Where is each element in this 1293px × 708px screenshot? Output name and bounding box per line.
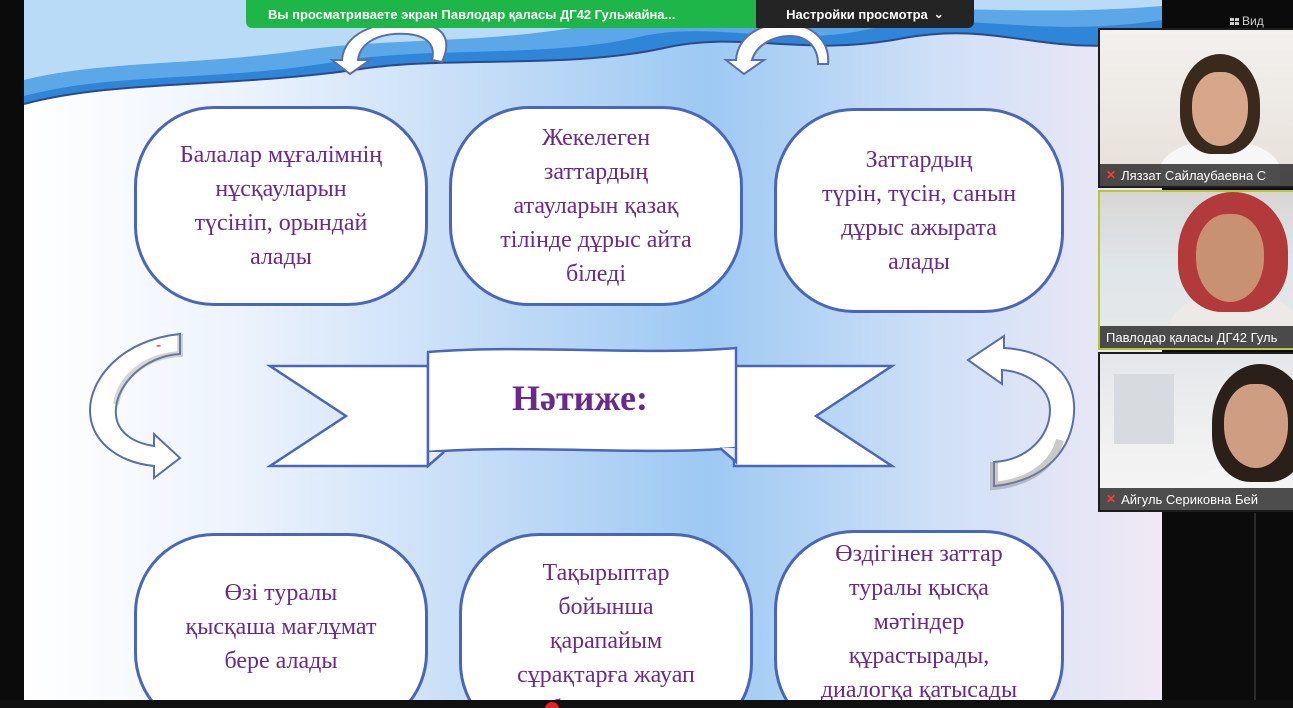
participant-name-bar-2: Павлодар қаласы ДГ42 Гуль xyxy=(1100,326,1293,348)
view-settings-button[interactable]: Настройки просмотра ⌄ xyxy=(756,0,974,28)
ribbon-left-tail xyxy=(265,364,430,468)
top-wave-edge xyxy=(24,32,1162,105)
chevron-down-icon: ⌄ xyxy=(933,7,944,21)
result-box-3: Өздігінен заттар туралы қысқа мәтіндер қ… xyxy=(774,530,1064,700)
goal-box-3: Заттардың түрін, түсін, санын дұрыс ажыр… xyxy=(774,108,1064,313)
goal-box-1: Балалар мұғалімнің нұсқауларын түсініп, … xyxy=(134,106,428,306)
screen-share-banner: Вы просматриваете экран Павлодар қаласы … xyxy=(246,0,756,28)
ribbon-banner xyxy=(265,346,897,469)
view-button-label: Вид xyxy=(1242,14,1264,28)
view-settings-label: Настройки просмотра xyxy=(786,6,928,22)
share-banner-text: Вы просматриваете экран Павлодар қаласы … xyxy=(268,6,676,22)
participant-name-bar-1: ✕ Ляззат Сайлаубаевна С xyxy=(1100,164,1293,186)
grid-view-icon xyxy=(1230,17,1239,25)
result-box-2: Тақырыптар бойынша қарапайым сұрақтарға … xyxy=(459,533,753,700)
shared-screen-slide: - Балалар мұғалімнің нұсқауларын түсініп… xyxy=(24,0,1162,700)
banner-title: Нәтиже: xyxy=(511,378,648,418)
ribbon-right-tail xyxy=(732,364,897,468)
participant-name-1: Ляззат Сайлаубаевна С xyxy=(1121,167,1267,183)
mic-off-icon: ✕ xyxy=(1106,492,1117,506)
result-box-1: Өзі туралы қысқаша мағлұмат бере алады xyxy=(134,533,428,700)
view-button[interactable]: Вид xyxy=(1230,14,1264,28)
participant-name-3: Айгуль Сериковна Бей xyxy=(1121,491,1259,507)
left-curved-arrow xyxy=(88,332,183,481)
goal-box-2: Жекелеген заттардың атауларын қазақ тілі… xyxy=(449,106,743,306)
video-tile-2-active-speaker[interactable]: Павлодар қаласы ДГ42 Гуль xyxy=(1098,190,1293,350)
participant-name-2: Павлодар қаласы ДГ42 Гуль xyxy=(1106,329,1278,345)
participant-name-bar-3: ✕ Айгуль Сериковна Бей xyxy=(1100,488,1293,510)
record-indicator-icon xyxy=(545,702,559,708)
mic-off-icon: ✕ xyxy=(1106,168,1117,182)
video-tile-1[interactable]: ✕ Ляззат Сайлаубаевна С xyxy=(1098,28,1293,188)
video-tile-3[interactable]: ✕ Айгуль Сериковна Бей xyxy=(1098,352,1293,512)
gallery-header xyxy=(1162,0,1293,28)
right-curved-arrow xyxy=(966,334,1076,491)
red-mark: - xyxy=(156,337,161,354)
bottom-toolbar-edge xyxy=(0,700,1293,708)
panel-divider xyxy=(1254,513,1256,700)
